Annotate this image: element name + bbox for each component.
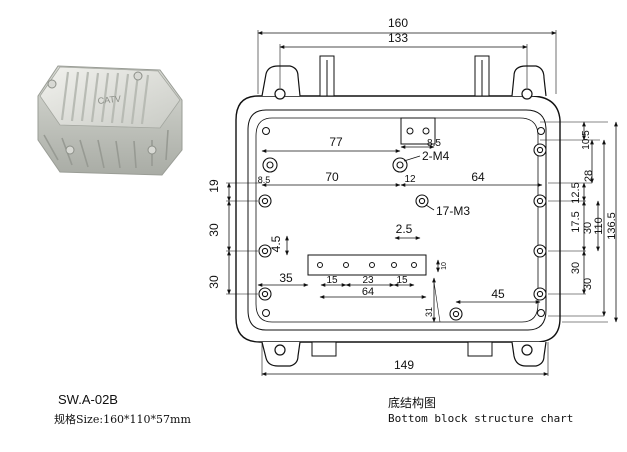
mounting-holes bbox=[274, 88, 533, 356]
dim-12: 12 bbox=[404, 174, 416, 185]
dim-overall-width: 160 bbox=[388, 16, 408, 30]
dim-4-5: 4.5 bbox=[269, 235, 283, 252]
dim-10-small: 10 bbox=[441, 262, 448, 270]
corner-holes bbox=[262, 127, 545, 317]
m3-bosses bbox=[258, 143, 547, 321]
callout-m3: 17-M3 bbox=[436, 204, 470, 218]
dim-23: 23 bbox=[362, 275, 374, 286]
drawing-title-cn: 底结构图 bbox=[388, 396, 437, 410]
callout-m4: 2-M4 bbox=[422, 149, 450, 163]
dim-28-right: 28 bbox=[583, 170, 595, 182]
dimension-lines bbox=[227, 31, 618, 376]
photo-screw-4 bbox=[147, 145, 157, 155]
dim-64-bottom: 64 bbox=[362, 286, 374, 298]
dim-136-5-right: 136.5 bbox=[606, 212, 618, 240]
dim-31: 31 bbox=[424, 307, 434, 317]
photo-screw-2 bbox=[133, 71, 143, 81]
dim-15-b: 15 bbox=[396, 275, 408, 286]
mounting-ears bbox=[261, 65, 547, 367]
dim-30-right-c: 30 bbox=[582, 278, 594, 290]
dim-64-top: 64 bbox=[471, 170, 485, 184]
product-model: SW.A-02B bbox=[58, 392, 118, 407]
dim-30-b: 30 bbox=[207, 275, 221, 289]
dim-77: 77 bbox=[329, 135, 343, 149]
callout-leaders bbox=[403, 155, 435, 211]
dim-8-5-top: 8.5 bbox=[427, 138, 441, 149]
dim-30-a: 30 bbox=[207, 223, 221, 237]
dim-10-5-right: 10.5 bbox=[581, 130, 592, 150]
dim-19: 19 bbox=[207, 179, 221, 193]
dim-bottom-width: 149 bbox=[394, 358, 414, 372]
dim-110-right: 110 bbox=[593, 217, 605, 235]
top-bracket bbox=[400, 117, 436, 145]
dim-mount-spacing: 133 bbox=[388, 31, 408, 45]
product-size-spec: 规格Size:160*110*57mm bbox=[54, 413, 191, 426]
photo-label: CATV bbox=[97, 94, 121, 106]
drawing-title-en: Bottom block structure chart bbox=[388, 412, 574, 425]
dim-30-right-a: 30 bbox=[582, 222, 594, 234]
dim-12-5-right: 12.5 bbox=[570, 182, 582, 203]
enclosure-photo: CATV bbox=[37, 65, 183, 176]
top-hinges bbox=[319, 55, 490, 97]
dim-2-5: 2.5 bbox=[396, 222, 413, 236]
body-outline bbox=[235, 95, 561, 343]
photo-screw-3 bbox=[65, 145, 75, 155]
dim-15-a: 15 bbox=[326, 275, 338, 286]
bottom-strip bbox=[307, 254, 427, 276]
extension-lines bbox=[226, 30, 608, 376]
dim-30-right-b: 30 bbox=[570, 262, 582, 274]
photo-screw-1 bbox=[47, 79, 57, 89]
dim-17-5-right: 17.5 bbox=[570, 211, 582, 232]
bottom-tabs bbox=[311, 341, 493, 357]
dim-70: 70 bbox=[325, 170, 339, 184]
dim-45: 45 bbox=[491, 287, 505, 301]
dim-8-5-left: 8.5 bbox=[258, 175, 271, 185]
dim-35: 35 bbox=[279, 271, 293, 285]
